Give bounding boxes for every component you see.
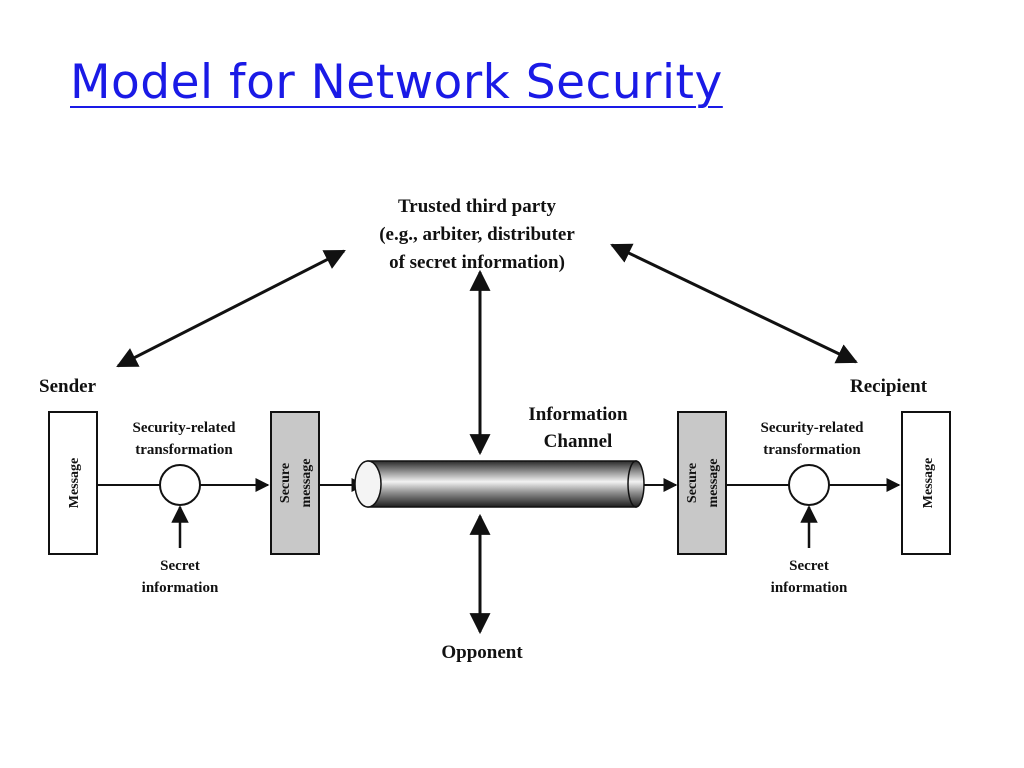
svg-text:Channel: Channel xyxy=(544,431,613,452)
sender-transformation-label: Security-related transformation xyxy=(132,420,236,458)
svg-text:Message: Message xyxy=(67,458,82,509)
svg-text:Information: Information xyxy=(528,404,628,425)
recipient-message-box: Message xyxy=(901,411,951,555)
svg-text:(e.g., arbiter, distributer: (e.g., arbiter, distributer xyxy=(379,224,575,245)
sender-message-box: Message xyxy=(48,411,98,555)
slide-title: Model for Network Security xyxy=(70,55,723,110)
svg-text:Secure: Secure xyxy=(685,463,700,503)
recipient-secret-label: Secret information xyxy=(771,558,848,596)
trusted-third-party-label: Trusted third party (e.g., arbiter, dist… xyxy=(379,196,575,273)
sender-secret-label: Secret information xyxy=(142,558,219,596)
svg-text:Security-related: Security-related xyxy=(132,420,236,436)
svg-text:of secret information): of secret information) xyxy=(389,252,565,273)
svg-text:transformation: transformation xyxy=(763,442,861,458)
information-channel-pipe xyxy=(354,460,645,508)
svg-text:Secure: Secure xyxy=(278,463,293,503)
svg-text:Secret: Secret xyxy=(789,558,829,574)
svg-text:information: information xyxy=(142,580,219,596)
recipient-trusted-arrow xyxy=(610,243,858,364)
svg-text:Trusted third party: Trusted third party xyxy=(398,196,556,217)
sender-transformation-circle xyxy=(159,464,201,506)
svg-text:Message: Message xyxy=(921,458,936,509)
svg-text:message: message xyxy=(299,459,314,508)
sender-label: Sender xyxy=(39,376,97,397)
recipient-secure-message-box: Secure message xyxy=(677,411,727,555)
svg-text:message: message xyxy=(706,459,721,508)
recipient-transformation-circle xyxy=(788,464,830,506)
svg-text:Security-related: Security-related xyxy=(760,420,864,436)
information-channel-label: Information Channel xyxy=(528,404,628,452)
svg-text:information: information xyxy=(771,580,848,596)
svg-text:transformation: transformation xyxy=(135,442,233,458)
recipient-label: Recipient xyxy=(850,376,928,397)
recipient-transformation-label: Security-related transformation xyxy=(760,420,864,458)
opponent-label: Opponent xyxy=(441,642,523,663)
svg-text:Secret: Secret xyxy=(160,558,200,574)
sender-secure-message-box: Secure message xyxy=(270,411,320,555)
sender-trusted-arrow xyxy=(116,249,346,368)
